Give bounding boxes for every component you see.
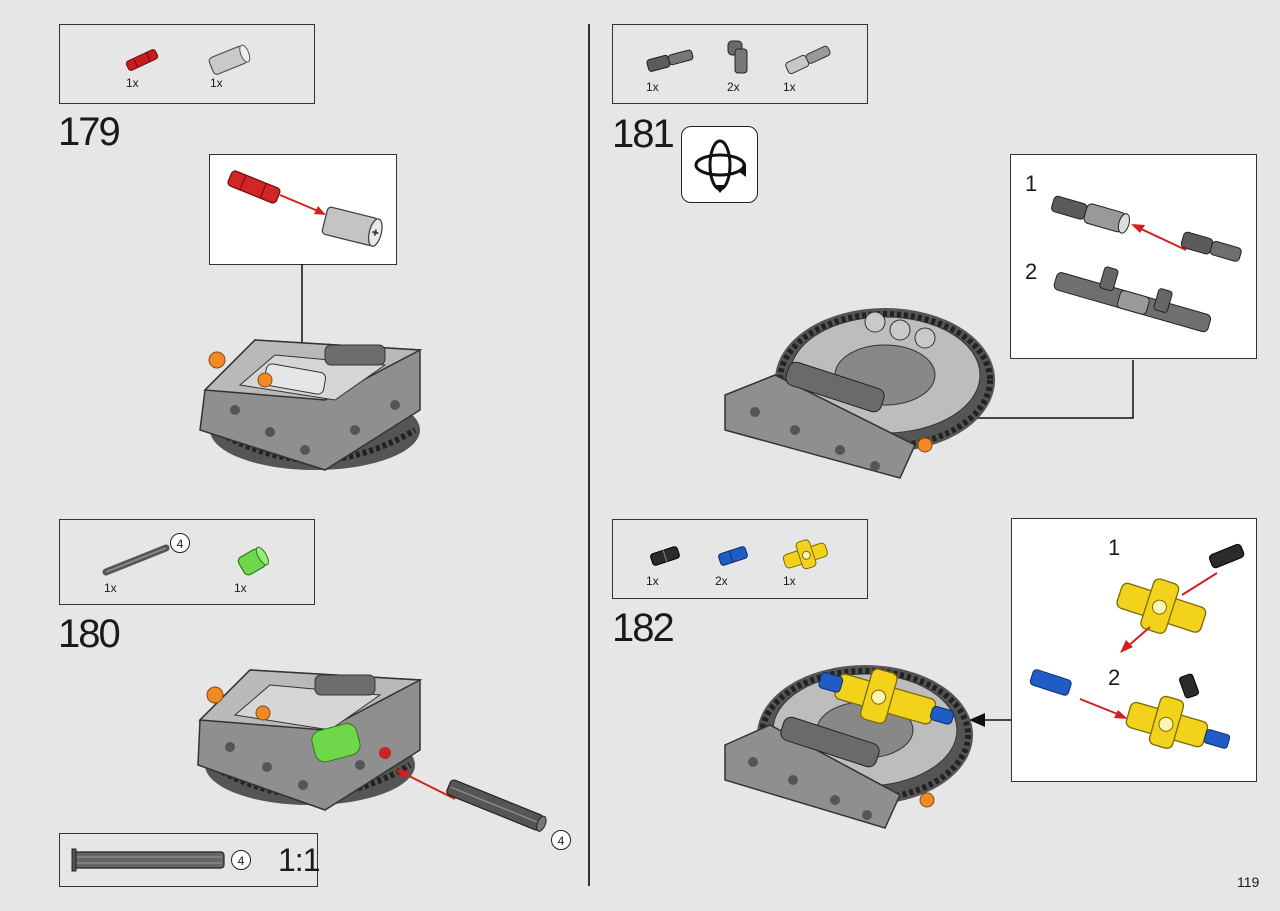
green-bushing-icon: [237, 546, 269, 576]
rotate-model-icon: [681, 126, 758, 203]
parts-list-182: 1x 2x 1x: [612, 519, 868, 599]
axle-ruler-icon: [71, 848, 225, 872]
axle-pin-subassembly-2: [1053, 266, 1212, 333]
part-qty: 1x: [646, 574, 659, 588]
axle-length-ruler: 4 1:1: [59, 833, 320, 887]
yellow-connector-subassembly-2: [1029, 669, 1231, 749]
step-number-180: 180: [58, 612, 121, 656]
subassembly-callout-181: 1 2: [1010, 154, 1257, 359]
length-badge: 4: [170, 533, 190, 553]
gray-axle-connector-icon: [321, 206, 383, 247]
axle-pin-subassembly-1: [1051, 195, 1242, 262]
substep-number: 1: [1108, 535, 1121, 560]
part-qty: 1x: [126, 76, 139, 90]
page-number: 119: [1237, 874, 1260, 890]
part-qty: 1x: [783, 574, 796, 588]
gray-axle-connector-icon: [208, 44, 251, 75]
part-qty: 1x: [234, 581, 247, 595]
substep-number: 2: [1025, 259, 1038, 284]
gearbox-model-180: [197, 669, 547, 832]
part-qty: 1x: [783, 80, 796, 94]
step-number-182: 182: [612, 606, 675, 650]
turntable-model-181: [724, 308, 1134, 479]
blue-axle-pin-icon: [718, 546, 748, 566]
gearbox-model-179: [199, 264, 423, 471]
substep-number: 2: [1108, 665, 1121, 690]
turntable-model-182: [724, 665, 1011, 829]
part-qty: 2x: [727, 80, 740, 94]
part-qty: 2x: [715, 574, 728, 588]
dark-gray-axle-pin-icon: [646, 49, 694, 72]
part-qty: 1x: [646, 80, 659, 94]
dark-gray-axle-icon: [102, 544, 170, 576]
parts-list-180: 4 1x 1x: [59, 519, 315, 605]
black-pin-icon: [650, 546, 680, 566]
parts-list-181: 1x 2x 1x: [612, 24, 868, 104]
parts-list-179: 1x 1x: [59, 24, 315, 104]
red-axle-pin-icon: [125, 49, 159, 71]
axle-connector-angled-icon: [727, 40, 748, 74]
step-number-181: 181: [612, 112, 675, 156]
yellow-cross-connector-icon: [782, 539, 828, 570]
subassembly-callout-182: 1 2: [1011, 518, 1257, 782]
assembly-arrow: [279, 194, 326, 215]
red-axle-pin-icon: [227, 170, 281, 204]
page-divider: [588, 24, 590, 886]
part-qty: 1x: [104, 581, 117, 595]
length-badge: 4: [231, 850, 251, 870]
step-number-179: 179: [58, 110, 121, 154]
length-badge: 4: [551, 830, 571, 850]
yellow-connector-subassembly-1: [1116, 543, 1245, 653]
light-gray-pin-axle-icon: [785, 45, 831, 75]
subassembly-callout-179: [209, 154, 397, 265]
substep-number: 1: [1025, 171, 1038, 196]
scale-label: 1:1: [278, 842, 320, 878]
part-qty: 1x: [210, 76, 223, 90]
